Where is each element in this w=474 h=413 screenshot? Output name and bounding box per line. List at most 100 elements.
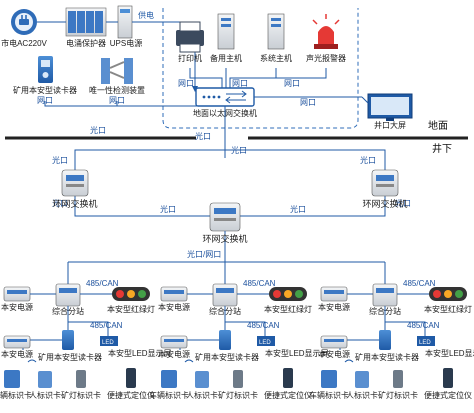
locator-icon [283,368,293,388]
zone-below-label: 井下 [432,144,452,155]
person-card-icon [355,371,369,388]
branch-2-power-2-label: 本安电源 [158,350,190,359]
branch-1-power-label: 本安电源 [1,303,33,312]
ring-switch-left-icon [61,169,89,197]
backup-host-label: 备用主机 [210,54,242,63]
screen-link-2 [361,96,369,104]
branch-1-reader-label: 矿用本安型读卡器 [38,353,102,362]
branch-1-power-2-label: 本安电源 [1,350,33,359]
power-label: 市电AC220V [1,39,47,48]
branch-3-lamp-card-label: 矿灯标识卡 [378,391,418,400]
branch-1-vehicle-card-label: 车辆标识卡 [0,391,32,400]
branch-1-traffic-label: 本安型红绿灯 [107,305,155,314]
person-card-icon [195,371,209,388]
branch-3-reader-label: 矿用本安型读卡器 [355,353,419,362]
system-host-label: 系统主机 [260,54,292,63]
fiber-bottom-left-label: 光口 [160,205,176,214]
ring-switch-center-icon [209,202,241,232]
locator-icon [443,368,453,388]
well-screen-icon [367,93,413,121]
siren-icon [312,14,340,49]
ring-switch-right-icon [371,169,399,197]
branch-3-substation-label: 综合分站 [369,307,401,316]
fiber-left-2-label: 光口 [52,156,68,165]
person-card-icon [38,371,52,388]
branch-3-locator-label: 便捷式定位仪 [424,391,472,400]
dashed-boundary [162,8,359,129]
substation-icon [212,283,238,307]
vehicle-card-icon [321,370,337,388]
branch-2-led-box: LED [259,340,271,346]
fiber-center-2-label: 光口 [231,146,247,155]
ring-switch-center-label: 环网交换机 [202,234,248,244]
branch-2-person-card-label: 人标识卡 [186,391,218,400]
branch-2-reader-label: 矿用本安型读卡器 [195,353,259,362]
power-arrowhead [192,86,198,92]
branch-1-can-2: 485/CAN [90,321,123,330]
system-host-link [229,68,277,88]
branch-2-traffic-label: 本安型红绿灯 [264,305,312,314]
surge-protector-label: 电涌保护器 [66,39,106,48]
card-reader-label: 矿用本安型读卡器 [13,86,77,95]
reader-icon [62,330,74,350]
branch-2-can-2: 485/CAN [247,321,280,330]
fiber-net-label: 光口/网口 [187,250,222,259]
branch-3 [320,283,467,388]
ring-line-bottom-left [74,196,210,217]
vehicle-card-icon [161,370,177,388]
card-reader-icon [38,56,53,83]
reader-icon [219,330,231,350]
branch-1-led-box: LED [102,340,114,346]
branch-3-led-screen-label: 本安型LED显示屏 [425,349,474,358]
net-port-right: 网口 [300,98,316,107]
net-port-label-mid: 网口 [109,96,125,105]
zone-above-label: 地面 [428,121,448,132]
backup-host-icon [217,13,235,50]
ups-label: UPS电源 [109,39,143,48]
branch-1-substation-label: 综合分站 [52,307,84,316]
branch-3-power-2-label: 本安电源 [318,350,350,359]
lamp-card-icon [393,370,403,388]
fiber-left-3-label: 光口 [52,199,68,208]
vehicle-card-icon [4,370,20,388]
fiber-left-label: 光口 [90,126,106,135]
system-host-icon [267,13,285,50]
net-port-top-2: 网口 [232,79,248,88]
branch-1-lamp-card-label: 矿灯标识卡 [61,391,101,400]
branch-3-person-card-label: 人标识卡 [346,391,378,400]
branch-2-locator-label: 便捷式定位仪 [264,391,312,400]
ring-switch-left-label: 环网交换机 [52,199,98,209]
branch-2 [160,283,307,388]
fiber-bottom-right-label: 光口 [290,205,306,214]
fiber-center-label: 光口 [195,132,211,141]
branch-3-led-box: LED [419,340,431,346]
branch-3-traffic-label: 本安型红绿灯 [424,305,472,314]
branch-2-led-screen-label: 本安型LED显示屏 [265,349,329,358]
branch-3-vehicle-card-label: 车辆标识卡 [309,391,349,400]
branch-3-power-label: 本安电源 [318,303,350,312]
branch-1-locator-label: 便捷式定位仪 [107,391,155,400]
branch-2-vehicle-card-label: 车辆标识卡 [149,391,189,400]
substation-icon [372,283,398,307]
reader-link [44,101,195,107]
ups-icon [117,5,133,39]
branch-1-person-card-label: 人标识卡 [29,391,61,400]
detector-label: 唯一性检测装置 [89,86,145,95]
power-plug-icon [11,9,37,35]
branch-1-can: 485/CAN [86,279,119,288]
net-port-top-3: 网口 [284,79,300,88]
branch-3-can: 485/CAN [403,279,436,288]
fiber-right-2-label: 光口 [360,156,376,165]
fiber-right-3-label: 光口 [395,199,411,208]
turnstile-icon [101,58,133,84]
lamp-card-icon [233,370,243,388]
branch-2-lamp-card-label: 矿灯标识卡 [218,391,258,400]
net-port-label-left: 网口 [37,96,53,105]
alarm-label: 声光报警器 [306,54,346,63]
branch-3-can-2: 485/CAN [407,321,440,330]
lamp-card-icon [76,370,86,388]
printer-link [189,68,223,88]
led-icon [257,336,275,346]
